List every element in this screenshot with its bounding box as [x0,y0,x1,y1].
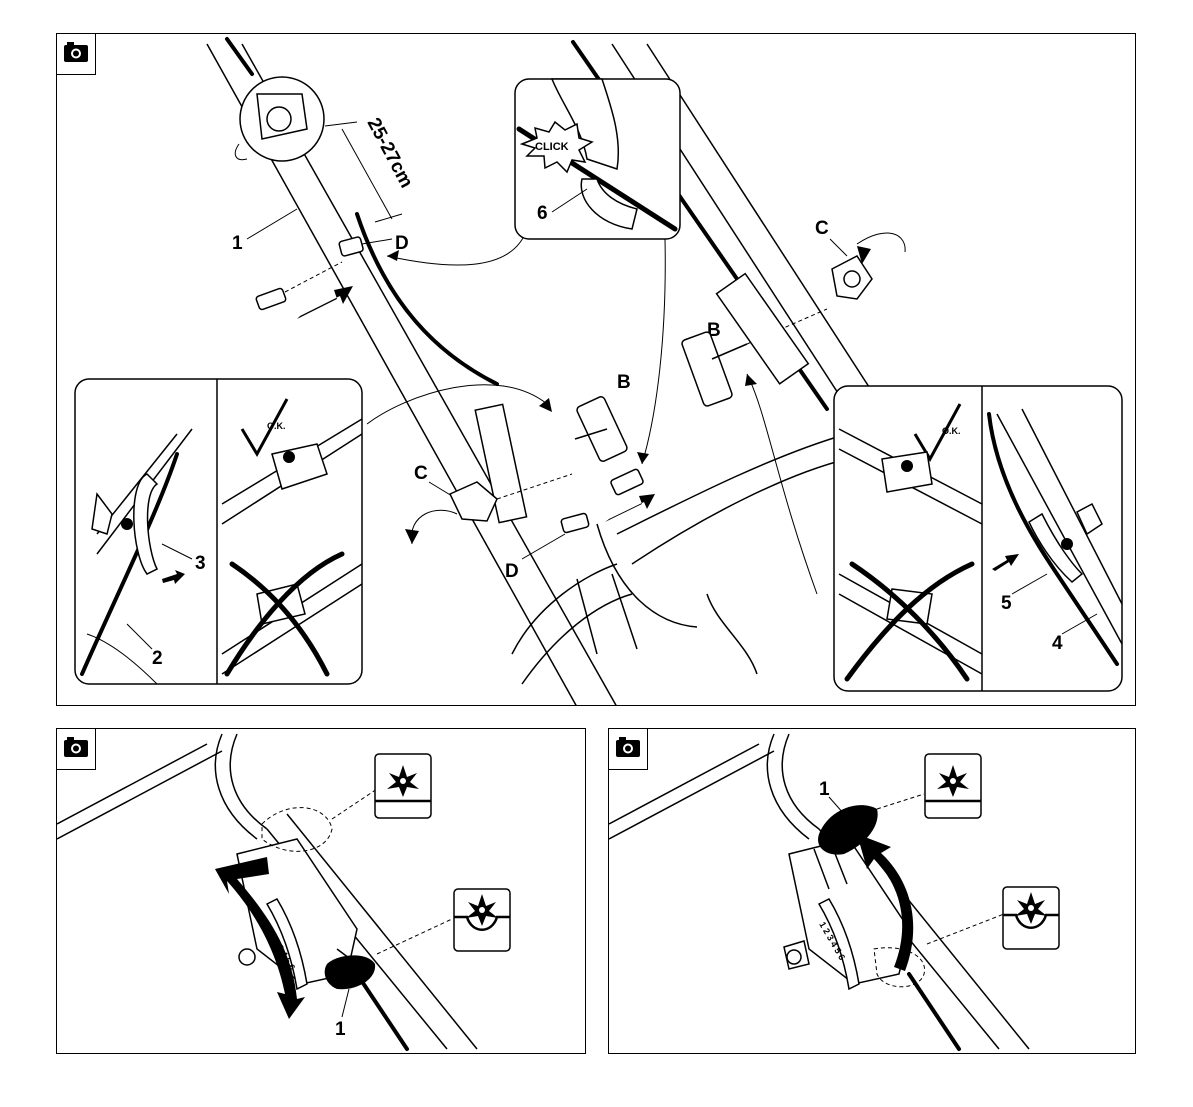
lever-panel-right: 1 1 2 3 4 5 6 [608,728,1136,1054]
inset-left: 3 2 O.K. [75,379,362,684]
bolt-b-center [575,395,628,462]
mower-deck-outline [512,434,847,684]
ok-label-left: O.K. [267,421,286,431]
handle-lever-housing [235,77,324,161]
label-1-left: 1 [335,1019,346,1040]
blade-engaged-icon-right [925,754,981,818]
dimension-marker: 25-27cm [325,114,417,222]
cable-left [357,214,497,384]
label-3: 3 [195,553,206,574]
label-1-right: 1 [819,779,830,800]
label-b-center: B [617,372,631,393]
label-2: 2 [152,648,163,669]
ok-label-right: O.K. [942,426,961,436]
lever-panel-left: 1 2 3 4 5 6 1 [56,728,586,1054]
handle-sleeve-right [717,274,809,384]
blade-engaged-icon [375,754,431,818]
cable-connector-left [255,262,342,310]
assembly-panel-top: 25-27cm D 1 CLICK 6 [56,33,1136,706]
click-inset: CLICK 6 [515,79,680,239]
label-1-top: 1 [232,233,243,254]
label-d-bottom: D [505,561,519,582]
cable-connector-center [610,468,644,495]
label-c-right: C [815,218,829,239]
arrow-icon [297,286,353,319]
label-4: 4 [1052,633,1063,654]
connector-curve-click [642,239,665,464]
connector-curve-center [367,385,547,424]
click-label: CLICK [535,141,569,153]
label-6: 6 [537,203,548,224]
lever-drawing-right: 1 1 2 3 4 5 6 [609,729,1136,1054]
assembly-drawing: 25-27cm D 1 CLICK 6 [57,34,1136,706]
arrow-icon-center [605,494,655,522]
blade-disengaged-icon-right [1003,887,1059,949]
label-c-left: C [414,463,428,484]
rotate-arrow-c-left [411,510,457,544]
blade-lever [325,955,375,989]
lever-drawing-left: 1 2 3 4 5 6 1 [57,729,586,1054]
knob-c-right [832,256,872,299]
inset-right: O.K. 5 4 [834,386,1122,691]
label-d-top: D [395,233,409,254]
cable-clip-d-bottom [561,513,590,533]
blade-disengaged-icon [454,889,510,951]
label-5: 5 [1001,593,1012,614]
connector-curve-b-right [747,374,817,594]
